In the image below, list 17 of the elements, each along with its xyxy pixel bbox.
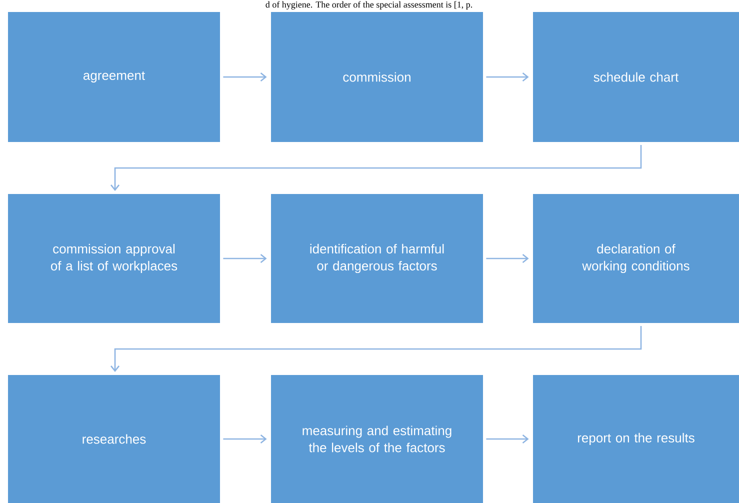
process-box: commission xyxy=(271,12,483,142)
process-box: declaration of working conditions xyxy=(533,194,739,323)
process-box: commission approval of a list of workplaces xyxy=(8,194,220,323)
arrow xyxy=(110,145,642,191)
process-box: schedule chart xyxy=(533,12,739,142)
process-box: report on the results xyxy=(533,375,739,503)
arrow xyxy=(486,434,529,444)
arrow xyxy=(110,326,642,372)
process-box: agreement xyxy=(8,12,220,142)
process-box: measuring and estimating the levels of the factors xyxy=(271,375,483,503)
arrow xyxy=(486,72,529,82)
process-box: researches xyxy=(8,375,220,503)
arrow xyxy=(223,72,267,82)
arrow xyxy=(223,434,267,444)
process-box: identification of harmful or dangerous factors xyxy=(271,194,483,323)
arrow xyxy=(486,254,529,263)
arrow xyxy=(223,254,267,263)
